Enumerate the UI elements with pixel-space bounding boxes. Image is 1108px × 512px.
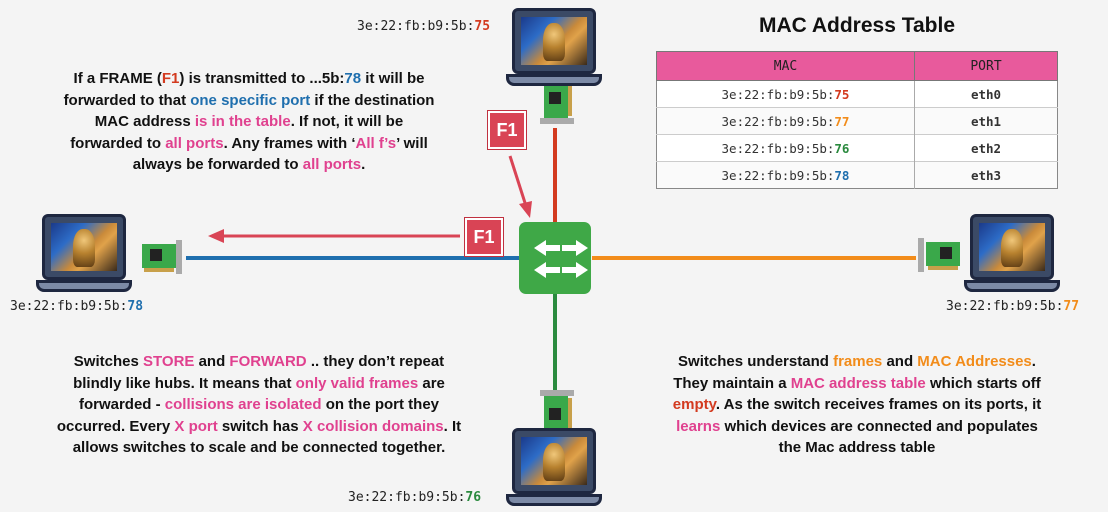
laptop-top xyxy=(506,8,602,92)
mac-table-title: MAC Address Table xyxy=(758,14,956,37)
frame-arrow-outgoing xyxy=(208,229,460,243)
port-cell: eth3 xyxy=(914,161,1058,189)
mac-cell: 3e:22:fb:b9:5b:75 xyxy=(656,80,915,108)
mac-label-top: 3e:22:fb:b9:5b:75 xyxy=(357,19,491,34)
mac-cell: 3e:22:fb:b9:5b:77 xyxy=(656,107,915,135)
mac-column-header: MAC xyxy=(656,51,915,81)
table-row: 3e:22:fb:b9:5b:78 eth3 xyxy=(656,161,1058,189)
table-row: 3e:22:fb:b9:5b:75 eth0 xyxy=(656,80,1058,108)
nic-card-right xyxy=(918,238,960,272)
mac-address-table: MAC PORT 3e:22:fb:b9:5b:75 eth0 3e:22:fb… xyxy=(656,51,1058,189)
port-column-header: PORT xyxy=(914,51,1058,81)
port-cell: eth1 xyxy=(914,107,1058,135)
table-row: 3e:22:fb:b9:5b:76 eth2 xyxy=(656,134,1058,162)
switch xyxy=(519,222,591,294)
nic-card-top xyxy=(540,84,574,124)
port-cell: eth2 xyxy=(914,134,1058,162)
frame-tag-incoming: F1 xyxy=(488,111,526,149)
switch-arrows-icon xyxy=(534,240,588,278)
mac-cell: 3e:22:fb:b9:5b:76 xyxy=(656,134,915,162)
laptop-bottom xyxy=(506,428,602,512)
port-cell: eth0 xyxy=(914,80,1058,108)
mac-label-right: 3e:22:fb:b9:5b:77 xyxy=(946,299,1080,314)
table-row: 3e:22:fb:b9:5b:77 eth1 xyxy=(656,107,1058,135)
laptop-right xyxy=(964,214,1060,298)
nic-card-bottom xyxy=(540,390,574,430)
store-forward-text: Switches STORE and FORWARD .. they don’t… xyxy=(56,353,462,456)
laptop-left xyxy=(36,214,132,298)
frame-arrow-incoming xyxy=(508,155,532,218)
mac-learning-text: Switches understand frames and MAC Addre… xyxy=(672,353,1042,456)
frame-forwarding-text: If a FRAME (F1) is transmitted to ...5b:… xyxy=(63,70,435,173)
nic-card-left xyxy=(142,240,182,274)
mac-cell: 3e:22:fb:b9:5b:78 xyxy=(656,161,915,189)
mac-label-bottom: 3e:22:fb:b9:5b:76 xyxy=(348,490,482,505)
mac-label-left: 3e:22:fb:b9:5b:78 xyxy=(10,299,144,314)
frame-tag-outgoing: F1 xyxy=(465,218,503,256)
